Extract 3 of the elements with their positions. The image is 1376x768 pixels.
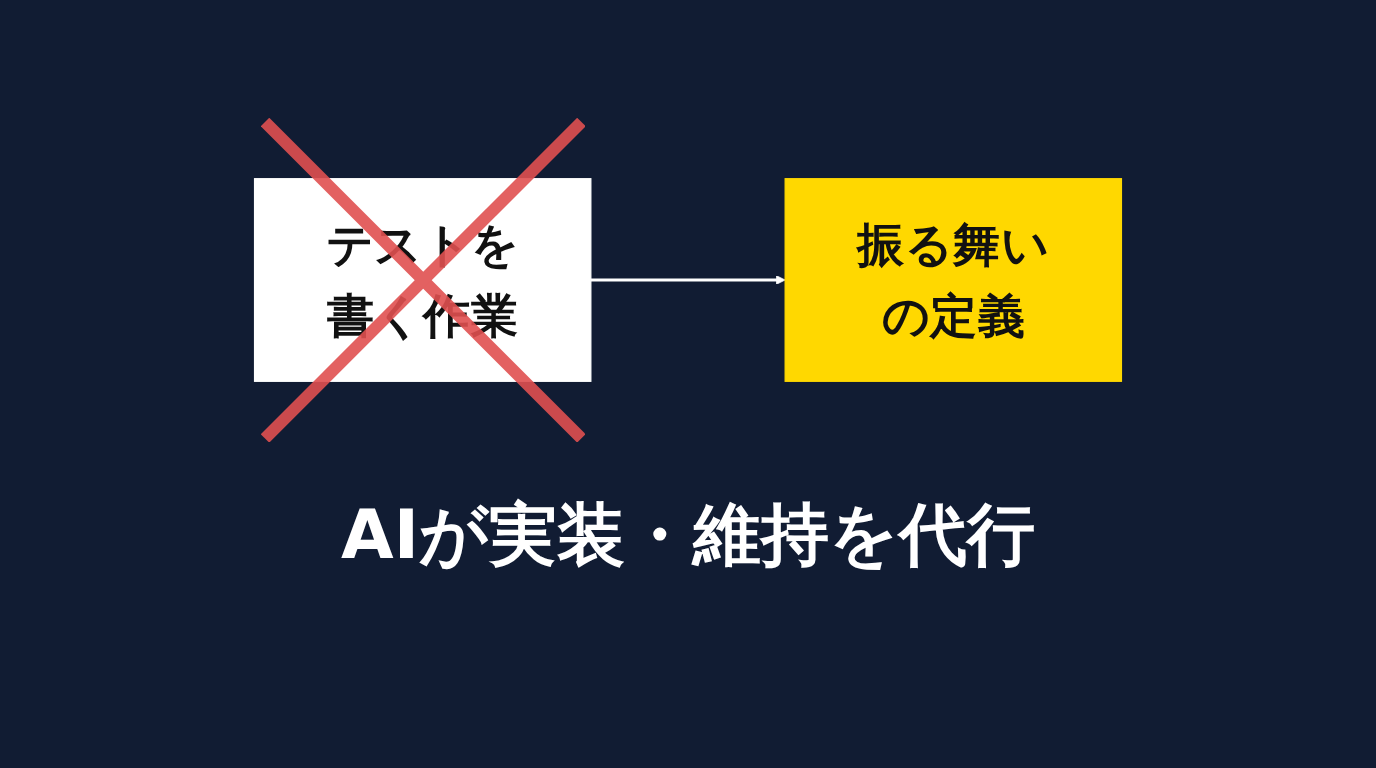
arrow [590, 275, 786, 285]
node-box: 振る舞いの定義 [784, 178, 1123, 382]
caption-text: AIが実装・維持を代行 [341, 494, 1035, 576]
